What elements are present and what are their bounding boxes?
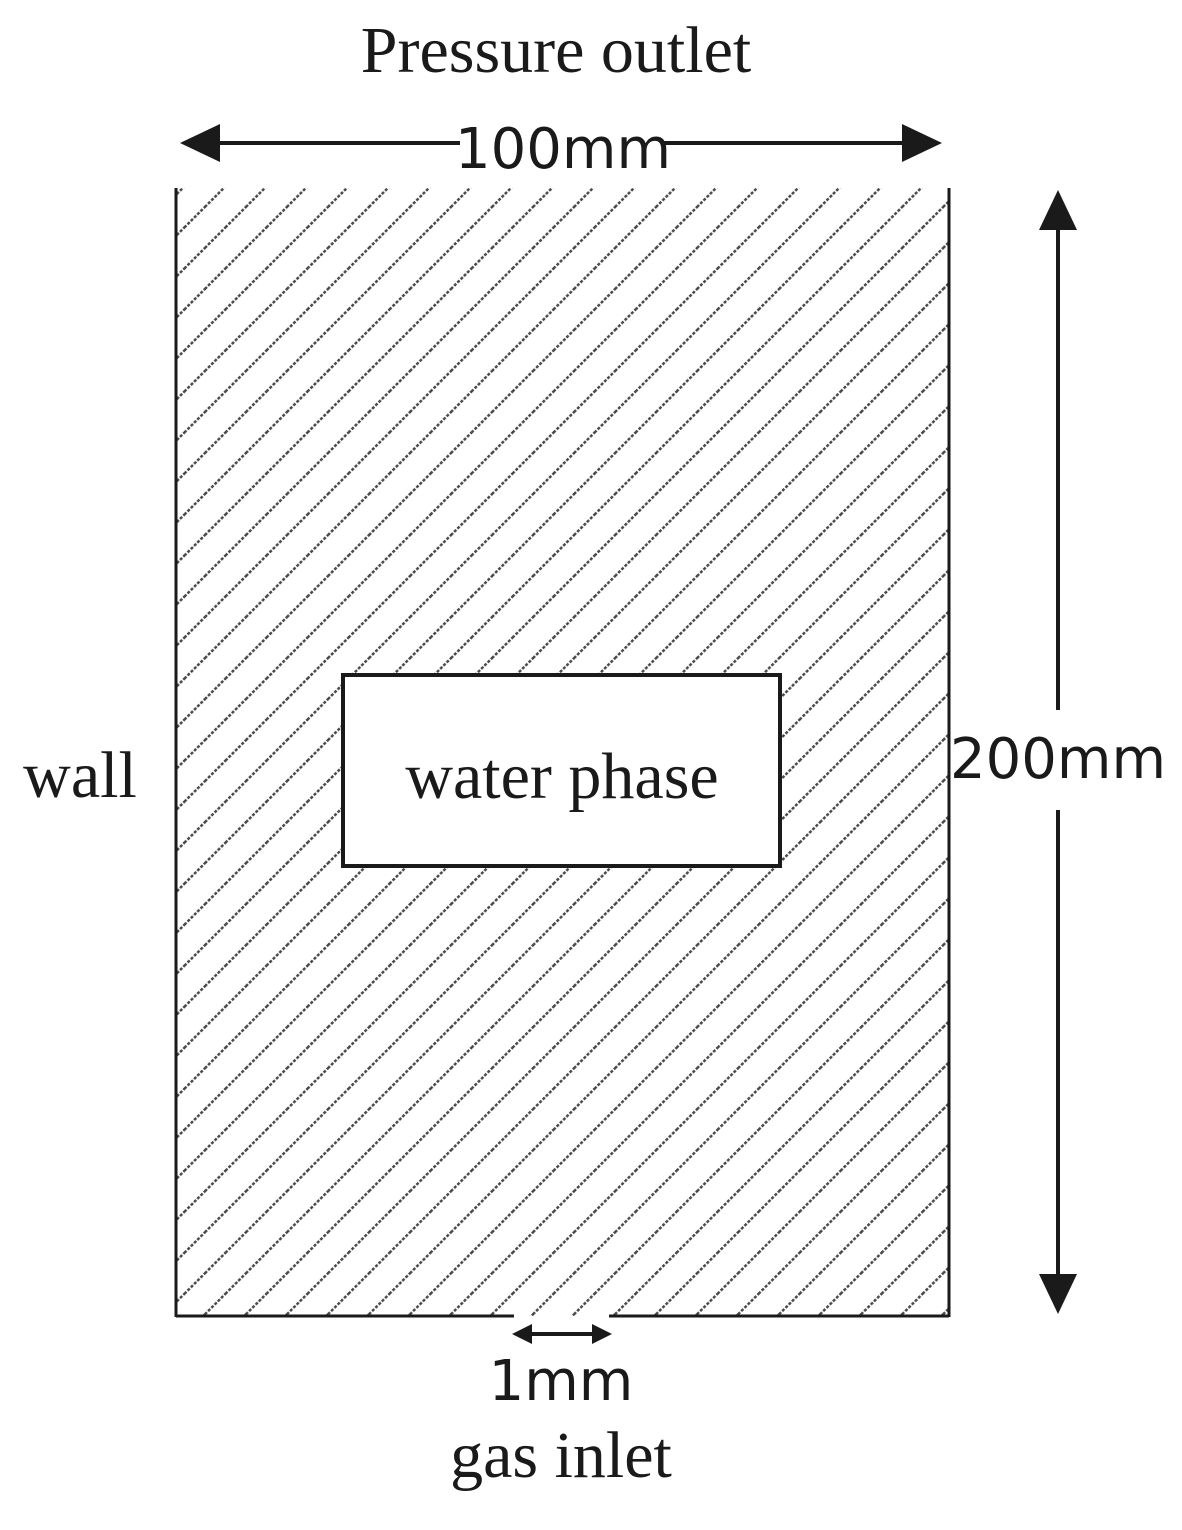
width-dimension-arrow — [180, 124, 942, 162]
height-dimension-label: 200mm — [950, 727, 1166, 792]
wall-label: wall — [23, 739, 137, 812]
inlet-dimension-label: 1mm — [489, 1349, 634, 1414]
gas-inlet-label: gas inlet — [450, 1419, 672, 1492]
width-dimension-label: 100mm — [455, 117, 671, 182]
water-phase-box — [341, 673, 782, 868]
pressure-outlet-label: Pressure outlet — [361, 14, 751, 87]
water-phase-label: water phase — [405, 740, 718, 813]
height-dimension-arrow — [1039, 190, 1077, 1314]
inlet-dimension-arrow — [512, 1324, 612, 1344]
